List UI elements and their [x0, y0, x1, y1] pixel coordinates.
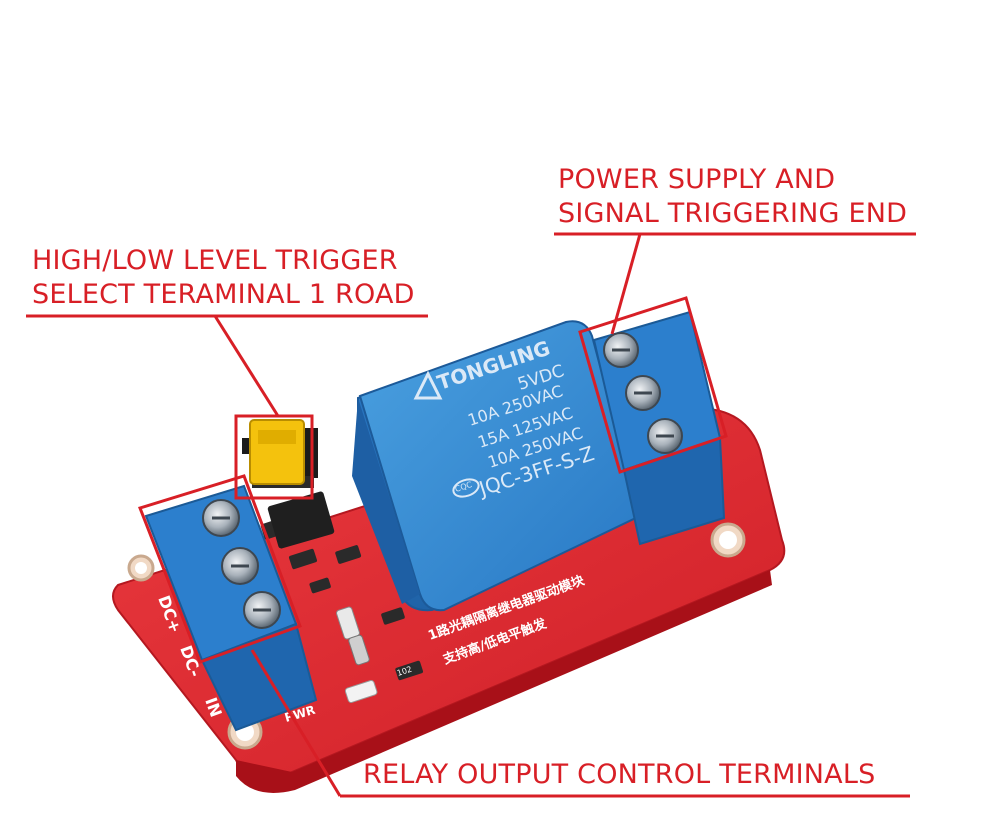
jumper-highlight-box: [234, 414, 314, 500]
relay-brand-logo: [413, 370, 443, 400]
power-terminal-highlight-box: [578, 296, 728, 474]
power-supply-line1: POWER SUPPLY AND: [558, 164, 836, 195]
jumper-label-l: L: [338, 477, 346, 491]
trigger-select-annotation: HIGH/LOW LEVEL TRIGGER SELECT TERAMINAL …: [32, 244, 415, 312]
power-supply-line2: SIGNAL TRIGGERING END: [558, 198, 908, 229]
power-signal-terminal-block: [592, 310, 726, 546]
relay-component: [352, 320, 642, 612]
annotation-leaders: [26, 232, 916, 798]
trigger-select-line1: HIGH/LOW LEVEL TRIGGER: [32, 245, 398, 276]
cqc-mark-icon: [452, 478, 480, 498]
power-supply-annotation: POWER SUPPLY AND SIGNAL TRIGGERING END: [558, 163, 907, 231]
mounting-hole: [710, 522, 746, 558]
output-terminal-highlight-box: [138, 474, 302, 664]
mounting-hole: [127, 554, 155, 582]
smd-components: [260, 491, 424, 703]
trigger-select-line2: SELECT TERAMINAL 1 ROAD: [32, 279, 415, 310]
resistor-code: 102: [396, 665, 413, 678]
jumper-cap: [249, 419, 305, 485]
relay-output-annotation: RELAY OUTPUT CONTROL TERMINALS: [363, 758, 875, 792]
relay-output-line1: RELAY OUTPUT CONTROL TERMINALS: [363, 759, 876, 790]
